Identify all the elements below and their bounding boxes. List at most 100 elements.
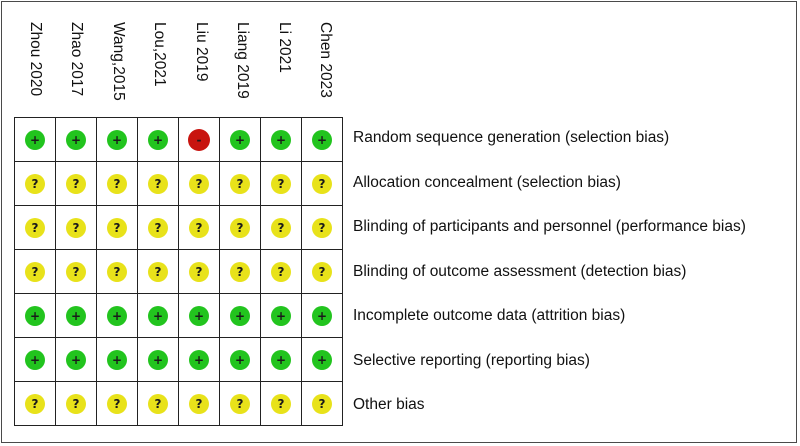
- judgement-unclear-icon: ?: [107, 173, 127, 194]
- judgement-unclear-icon: ?: [271, 393, 291, 414]
- judgement-unclear-icon: ?: [148, 393, 168, 414]
- grid-cell: +: [178, 337, 220, 382]
- judgement-unclear-icon: ?: [312, 173, 332, 194]
- domain-label: Random sequence generation (selection bi…: [353, 129, 670, 147]
- grid-cell: +: [260, 337, 302, 382]
- grid-cell: +: [14, 293, 56, 338]
- grid-cell: +: [137, 337, 179, 382]
- grid-cell: ?: [14, 205, 56, 250]
- judgement-low-icon: +: [271, 129, 291, 150]
- judgement-low-icon: +: [271, 305, 291, 326]
- grid-cell: ?: [219, 161, 261, 206]
- grid-cell: +: [219, 293, 261, 338]
- judgement-unclear-icon: ?: [107, 393, 127, 414]
- study-label: Liang 2019: [234, 22, 252, 99]
- grid-cell: -: [178, 117, 220, 162]
- grid-cell: ?: [14, 249, 56, 294]
- judgement-unclear-icon: ?: [312, 217, 332, 238]
- grid-cell: ?: [260, 161, 302, 206]
- judgement-low-icon: +: [25, 305, 45, 326]
- grid-row: ????????: [14, 381, 343, 426]
- judgement-high-icon: -: [188, 128, 210, 151]
- grid-cell: ?: [178, 381, 220, 426]
- grid-cell: +: [219, 117, 261, 162]
- judgement-unclear-icon: ?: [25, 217, 45, 238]
- judgement-unclear-icon: ?: [230, 393, 250, 414]
- judgement-unclear-icon: ?: [107, 261, 127, 282]
- judgement-low-icon: +: [148, 349, 168, 370]
- domain-label: Other bias: [353, 396, 425, 414]
- grid-cell: ?: [14, 161, 56, 206]
- judgement-unclear-icon: ?: [25, 173, 45, 194]
- judgement-unclear-icon: ?: [189, 393, 209, 414]
- judgement-low-icon: +: [66, 349, 86, 370]
- grid-cell: ?: [137, 249, 179, 294]
- grid-cell: +: [96, 337, 138, 382]
- judgement-low-icon: +: [25, 129, 45, 150]
- grid-cell: +: [137, 293, 179, 338]
- domain-label: Blinding of outcome assessment (detectio…: [353, 262, 687, 280]
- grid-cell: ?: [55, 161, 97, 206]
- study-label: Chen 2023: [317, 22, 335, 98]
- study-label: Lou,2021: [151, 22, 169, 87]
- judgement-low-icon: +: [312, 129, 332, 150]
- grid-cell: ?: [55, 381, 97, 426]
- domain-label: Incomplete outcome data (attrition bias): [353, 307, 626, 325]
- grid-row: ++++-+++: [14, 117, 343, 162]
- study-label: Li 2021: [275, 22, 293, 73]
- judgement-low-icon: +: [230, 349, 250, 370]
- grid-row: ????????: [14, 249, 343, 294]
- grid-cell: +: [96, 293, 138, 338]
- grid-cell: +: [219, 337, 261, 382]
- grid-cell: +: [137, 117, 179, 162]
- risk-of-bias-grid: ++++-+++????????????????????????++++++++…: [14, 117, 343, 426]
- judgement-low-icon: +: [312, 305, 332, 326]
- grid-cell: ?: [14, 381, 56, 426]
- grid-row: ++++++++: [14, 337, 343, 382]
- judgement-unclear-icon: ?: [25, 393, 45, 414]
- judgement-unclear-icon: ?: [312, 393, 332, 414]
- judgement-unclear-icon: ?: [189, 173, 209, 194]
- grid-cell: ?: [219, 249, 261, 294]
- judgement-low-icon: +: [107, 129, 127, 150]
- grid-cell: ?: [96, 161, 138, 206]
- judgement-low-icon: +: [312, 349, 332, 370]
- judgement-low-icon: +: [66, 305, 86, 326]
- grid-cell: ?: [178, 161, 220, 206]
- grid-cell: +: [301, 293, 343, 338]
- grid-cell: ?: [55, 205, 97, 250]
- grid-row: ++++++++: [14, 293, 343, 338]
- judgement-unclear-icon: ?: [66, 393, 86, 414]
- judgement-low-icon: +: [66, 129, 86, 150]
- judgement-unclear-icon: ?: [230, 173, 250, 194]
- judgement-unclear-icon: ?: [148, 217, 168, 238]
- study-label: Wang,2015: [109, 22, 127, 101]
- judgement-unclear-icon: ?: [230, 217, 250, 238]
- judgement-low-icon: +: [189, 305, 209, 326]
- grid-row: ????????: [14, 161, 343, 206]
- grid-cell: ?: [301, 161, 343, 206]
- grid-cell: ?: [96, 205, 138, 250]
- grid-cell: ?: [260, 249, 302, 294]
- grid-cell: ?: [55, 249, 97, 294]
- grid-cell: ?: [260, 205, 302, 250]
- domain-label: Blinding of participants and personnel (…: [353, 218, 746, 236]
- judgement-unclear-icon: ?: [66, 173, 86, 194]
- grid-cell: +: [55, 117, 97, 162]
- judgement-unclear-icon: ?: [230, 261, 250, 282]
- judgement-unclear-icon: ?: [25, 261, 45, 282]
- judgement-low-icon: +: [189, 349, 209, 370]
- grid-cell: +: [301, 337, 343, 382]
- grid-cell: +: [55, 337, 97, 382]
- grid-cell: +: [260, 117, 302, 162]
- grid-cell: ?: [178, 249, 220, 294]
- grid-cell: +: [301, 117, 343, 162]
- grid-cell: ?: [137, 161, 179, 206]
- grid-cell: ?: [301, 205, 343, 250]
- judgement-low-icon: +: [148, 129, 168, 150]
- judgement-unclear-icon: ?: [271, 217, 291, 238]
- grid-cell: ?: [260, 381, 302, 426]
- grid-cell: ?: [96, 249, 138, 294]
- judgement-unclear-icon: ?: [271, 173, 291, 194]
- grid-cell: ?: [137, 205, 179, 250]
